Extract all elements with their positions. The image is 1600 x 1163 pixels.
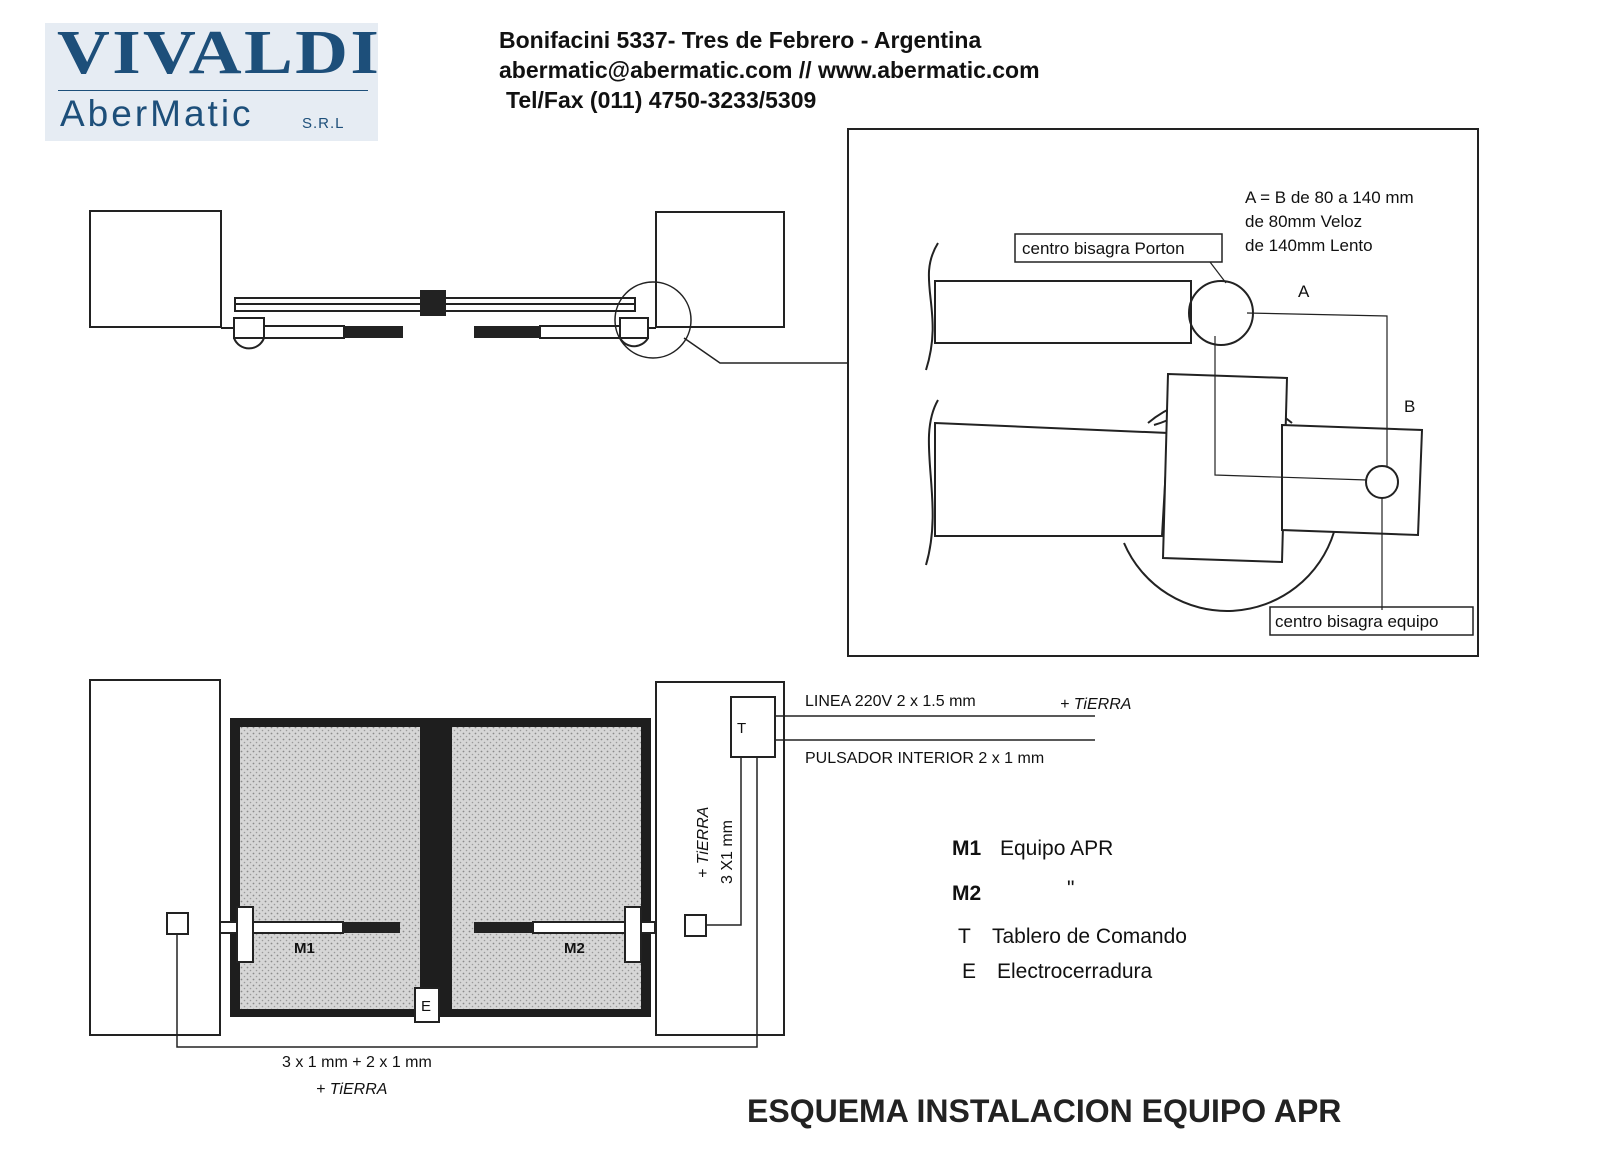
gate-lock-top — [420, 290, 446, 316]
left-actuator-body — [263, 325, 345, 339]
right-pillar — [655, 211, 785, 328]
vertical-ground-label: + TiERRA — [695, 807, 712, 878]
legend-desc-m1: Equipo APR — [1000, 837, 1113, 860]
front-view — [89, 679, 1095, 1048]
electric-lock-label: E — [421, 998, 431, 1015]
legend: M1 Equipo APR M2 " T Tablero de Comando … — [952, 837, 1187, 983]
header-phone: Tel/Fax (011) 4750-3233/5309 — [506, 87, 817, 113]
detail-magnifier — [614, 281, 692, 359]
gate-hinge-label-box — [1014, 233, 1223, 263]
left-actuator-bracket — [233, 317, 265, 339]
logo-subtitle: AberMatic — [60, 93, 254, 134]
bottom-cable-label: 3 x 1 mm + 2 x 1 mm — [282, 1054, 432, 1071]
dimension-label-b: B — [1404, 397, 1415, 416]
dimension-label-a: A — [1298, 282, 1310, 301]
legend-code-m2: M2 — [952, 882, 981, 905]
header-address: Bonifacini 5337- Tres de Febrero - Argen… — [499, 27, 982, 53]
dimension-note-1: A = B de 80 a 140 mm — [1245, 188, 1414, 207]
legend-desc-m2: " — [1067, 877, 1074, 900]
gate-hinge-circle — [1188, 280, 1254, 346]
motor-1-label: M1 — [294, 940, 315, 957]
legend-code-t: T — [958, 925, 971, 948]
left-actuator-rod — [343, 326, 403, 338]
vertical-cable-label: 3 X1 mm — [719, 820, 736, 884]
right-actuator-body — [539, 325, 621, 339]
unit-hinge-label-box — [1269, 606, 1474, 636]
gate-bar — [934, 280, 1192, 344]
motor-2-label: M2 — [564, 940, 585, 957]
top-view — [89, 210, 848, 364]
control-board-label: T — [737, 720, 746, 737]
logo — [45, 23, 378, 141]
button-wire-label: PULSADOR INTERIOR 2 x 1 mm — [805, 750, 1044, 767]
control-board-box — [730, 696, 776, 758]
header-contact: abermatic@abermatic.com // www.abermatic… — [499, 57, 1040, 83]
legend-code-e: E — [962, 960, 976, 983]
detail-frame — [847, 128, 1479, 657]
unit-body — [1161, 372, 1289, 564]
line-ground-label: + TiERRA — [1060, 696, 1131, 713]
right-actuator-rod — [474, 326, 541, 338]
left-gate-panel — [240, 727, 420, 1009]
detail-leader — [683, 337, 848, 364]
legend-code-m1: M1 — [952, 837, 981, 860]
gate-break-line — [925, 242, 939, 371]
logo-wordmark: VIVALDI — [57, 19, 382, 87]
logo-divider — [58, 90, 368, 91]
dimension-note-2: de 80mm Veloz — [1245, 212, 1362, 231]
left-pillar — [89, 210, 222, 328]
right-actuator-bracket — [619, 317, 649, 339]
bottom-cable — [176, 757, 758, 1048]
gate-hinge-label: centro bisagra Porton — [1022, 239, 1185, 258]
left-junction-box — [166, 912, 189, 935]
legend-desc-e: Electrocerradura — [997, 960, 1153, 983]
dimension-note-3: de 140mm Lento — [1245, 236, 1373, 255]
right-junction-box — [684, 914, 707, 937]
hinge-detail — [847, 128, 1479, 657]
line-220v-label: LINEA 220V 2 x 1.5 mm — [805, 693, 976, 710]
right-gate-panel — [452, 727, 641, 1009]
logo-suffix: S.R.L — [302, 115, 345, 132]
unit-arm — [934, 421, 1170, 537]
right-pillar-front — [655, 681, 785, 1036]
unit-hinge-label: centro bisagra equipo — [1275, 612, 1439, 631]
electric-lock-box — [414, 987, 440, 1023]
legend-desc-t: Tablero de Comando — [992, 925, 1187, 948]
left-pillar-front — [89, 679, 221, 1036]
unit-sweep-arc — [1123, 531, 1335, 612]
diagram-title: ESQUEMA INSTALACION EQUIPO APR — [747, 1093, 1341, 1129]
bottom-ground-label: + TiERRA — [316, 1081, 387, 1098]
